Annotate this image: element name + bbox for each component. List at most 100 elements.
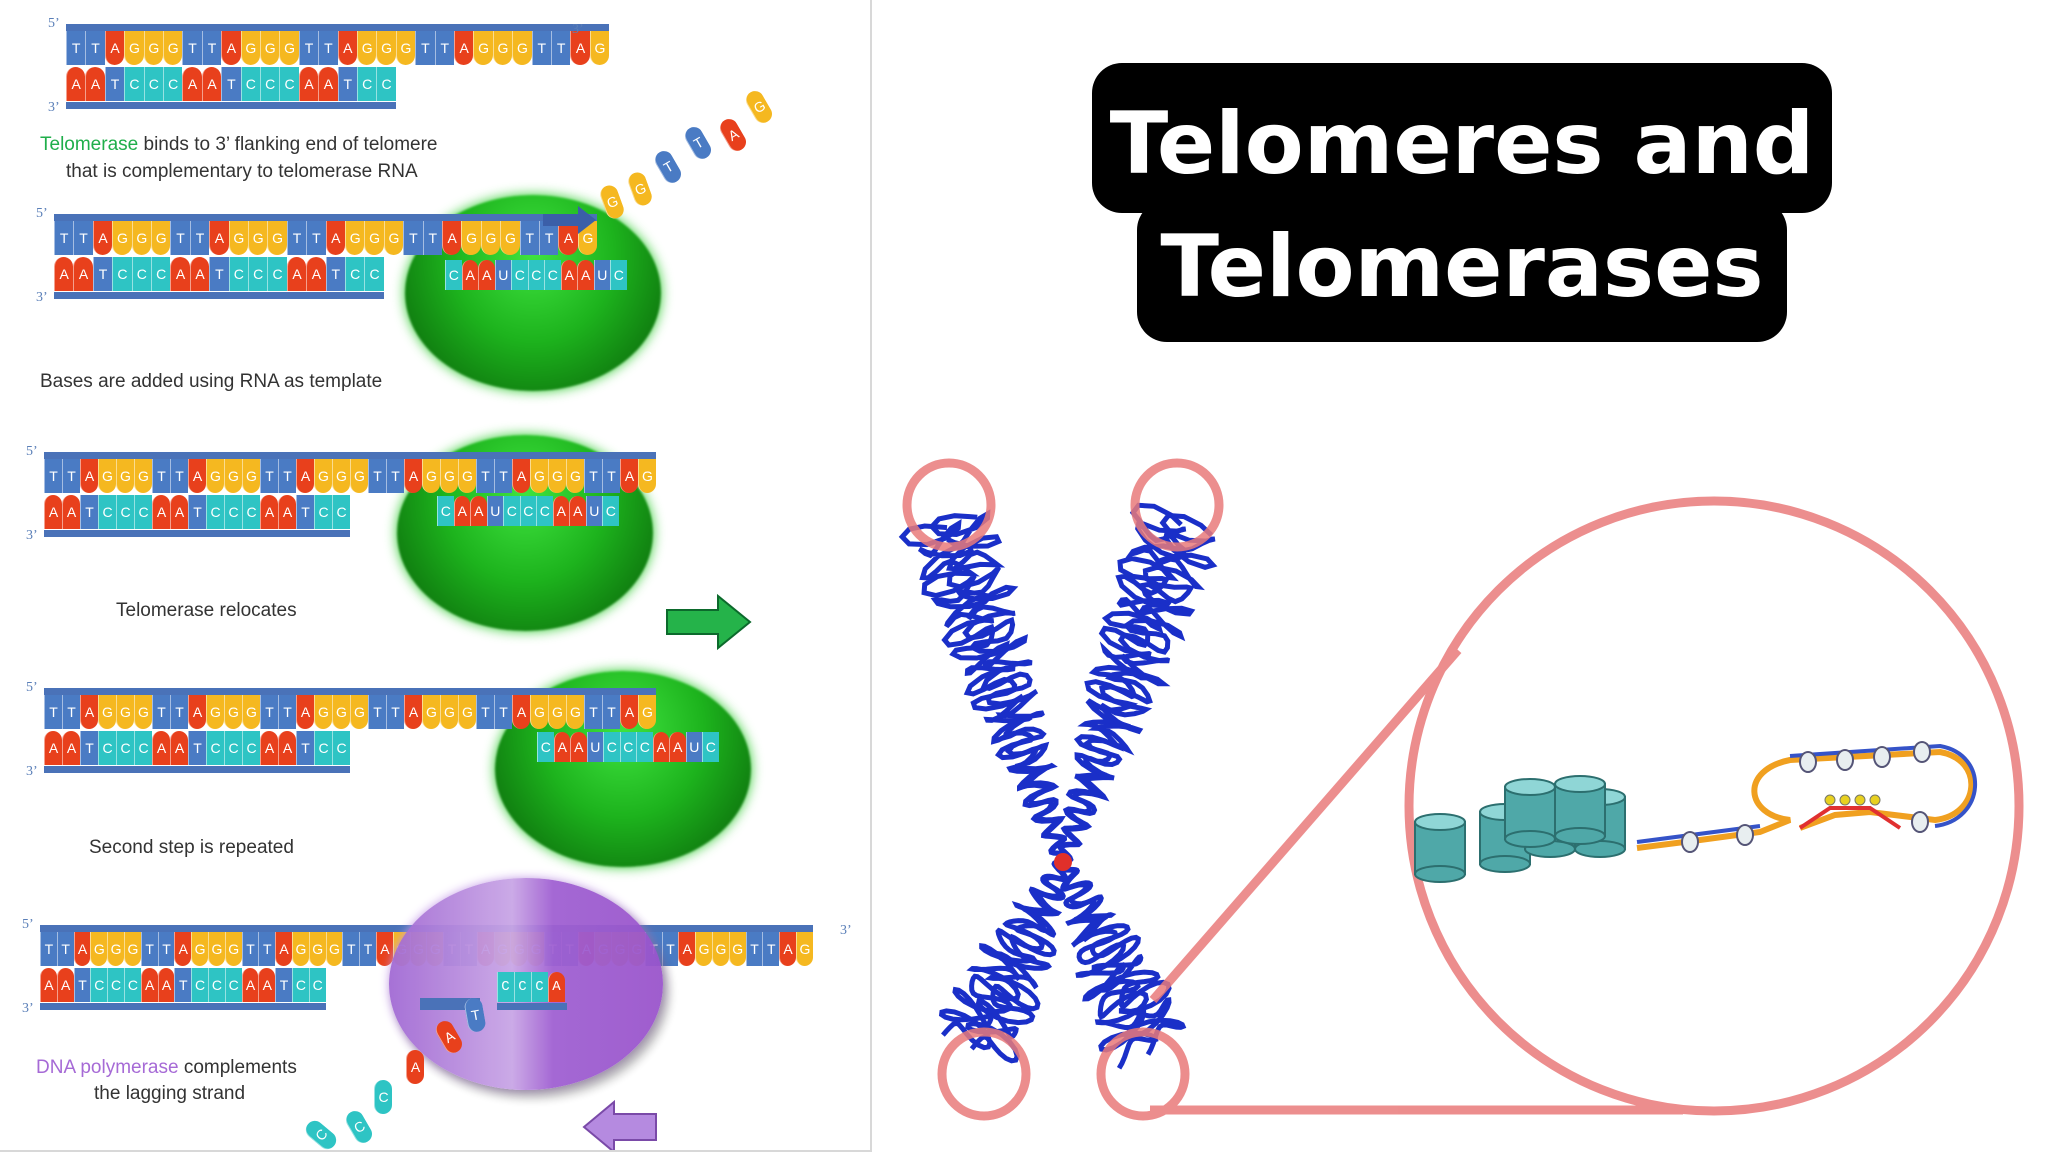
base-c: C [357, 67, 377, 101]
base-t: T [359, 932, 376, 966]
telomere-circle-bottom-right [1096, 1027, 1190, 1121]
base-g: G [530, 459, 548, 493]
nucleosomes [1414, 775, 1626, 883]
base-a: A [286, 257, 307, 291]
caption-step2: Bases are added using RNA as template [40, 371, 383, 392]
base-a: A [189, 257, 210, 291]
base-a: A [470, 496, 487, 526]
caption-text: binds to 3’ flanking end of telomere [138, 134, 438, 155]
chromosome-illustration [898, 458, 2024, 1121]
base-a: A [318, 67, 338, 101]
base-t: T [260, 459, 278, 493]
base-a: A [620, 695, 638, 729]
three-prime-label: 3’ [26, 528, 38, 543]
base-c: C [242, 495, 260, 529]
base-g: G [512, 31, 532, 65]
base-a: A [325, 221, 345, 255]
base-g: G [206, 459, 224, 493]
three-prime-label: 3’ [572, 22, 584, 37]
base-g: G [383, 221, 404, 255]
bead [1913, 741, 1931, 763]
base-t: T [73, 968, 91, 1002]
base-a: A [296, 695, 314, 729]
base-g: G [350, 695, 368, 729]
base-t: T [40, 932, 57, 966]
chromatid-arm [1055, 860, 1159, 1070]
base-c: C [314, 495, 332, 529]
base-t: T [296, 495, 314, 529]
base-u: U [685, 732, 702, 762]
base-a: A [260, 731, 278, 765]
base-a: A [478, 260, 495, 290]
base-a: A [512, 459, 530, 493]
backbone-bottom [66, 102, 396, 109]
base-g: G [473, 31, 493, 65]
base-t: T [44, 459, 62, 493]
base-t: T [56, 932, 74, 966]
base-a: A [157, 968, 175, 1002]
base-a: A [404, 695, 422, 729]
base-c: C [134, 731, 152, 765]
base-g: G [134, 459, 152, 493]
base-t: T [66, 31, 86, 65]
base-g: G [112, 221, 132, 255]
base-g: G [107, 932, 124, 966]
base-t: T [188, 731, 206, 765]
highlight-circles [902, 458, 2024, 1121]
base-g: G [240, 31, 260, 65]
purple-arrow-icon [582, 1099, 657, 1150]
five-prime-label: 5’ [26, 444, 38, 459]
base-t: T [157, 932, 175, 966]
base-g: G [124, 932, 141, 966]
base-a: A [553, 732, 570, 762]
incoming-base-c: C [374, 1080, 392, 1114]
base-a: A [678, 932, 696, 966]
base-g: G [728, 932, 746, 966]
nucleosome-beads [1681, 741, 1931, 853]
base-c: C [98, 731, 116, 765]
base-g: G [163, 31, 183, 65]
base-a: A [552, 496, 569, 526]
base-g: G [279, 31, 299, 65]
caption-step4: Second step is repeated [89, 837, 294, 858]
base-u: U [586, 732, 603, 762]
base-g: G [267, 221, 287, 255]
base-t: T [602, 459, 620, 493]
chromosome [898, 502, 1218, 1070]
base-c: C [503, 496, 520, 526]
base-t: T [519, 221, 539, 255]
backbone-top [44, 452, 656, 459]
base-t: T [368, 459, 386, 493]
base-u: U [585, 496, 602, 526]
base-a: A [258, 968, 276, 1002]
three-prime-label: 3’ [26, 764, 38, 779]
base-c: C [191, 968, 208, 1002]
base-t: T [278, 459, 296, 493]
base-g: G [224, 459, 242, 493]
base-g: G [364, 221, 384, 255]
base-c: C [112, 257, 132, 291]
telomerase-term: Telomerase [40, 134, 139, 155]
base-c: C [242, 731, 260, 765]
blue-arrow-icon [543, 206, 596, 234]
title-line2-box: Telomerases [1137, 200, 1787, 342]
bead [1836, 749, 1854, 771]
base-g: G [712, 932, 729, 966]
base-g: G [228, 221, 248, 255]
base-a: A [73, 932, 91, 966]
bead [1911, 811, 1929, 833]
base-c: C [603, 732, 620, 762]
base-a: A [80, 695, 98, 729]
base-a: A [454, 31, 474, 65]
zoom-circle [1404, 496, 2024, 1116]
base-t: T [221, 67, 241, 101]
base-t: T [602, 695, 620, 729]
base-c: C [610, 260, 627, 290]
base-g: G [566, 459, 584, 493]
base-g: G [90, 932, 108, 966]
backbone-bottom [40, 1003, 326, 1010]
telomere-circle-top-left [902, 458, 996, 552]
base-t: T [584, 459, 602, 493]
base-t: T [584, 695, 602, 729]
